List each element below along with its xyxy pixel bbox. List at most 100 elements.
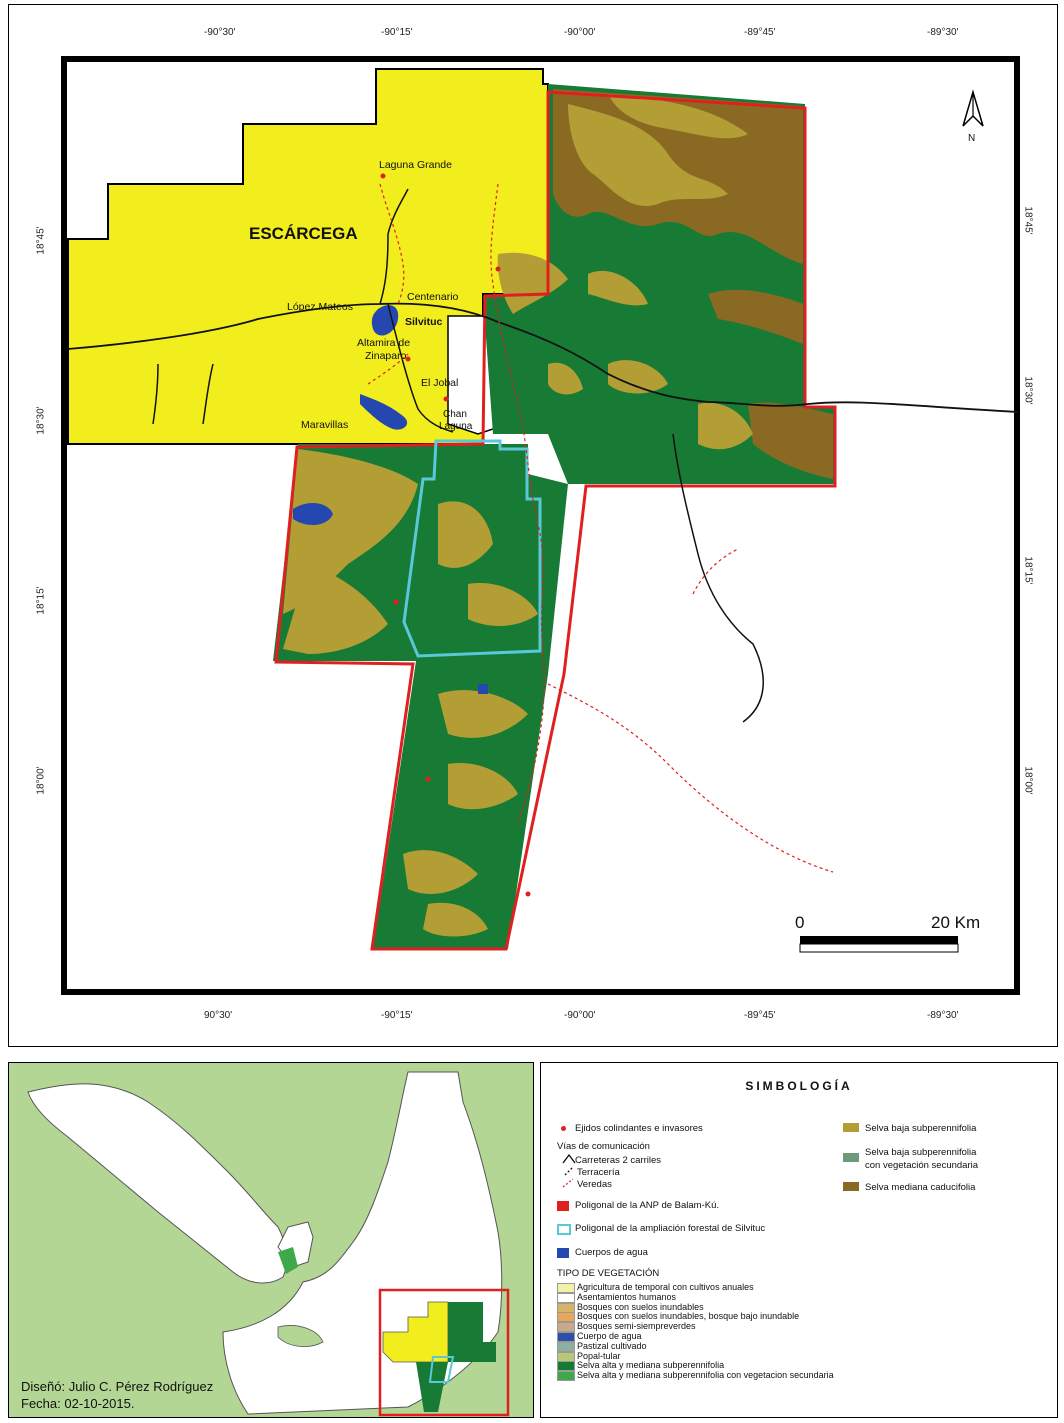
anp-inset-south [415,1361,448,1412]
trail-path [489,183,545,824]
legend-ejidos: Ejidos colindantes e invasores [575,1123,703,1134]
anp-swatch [557,1201,569,1211]
vegetation-label: Pastizal cultivado [577,1340,647,1351]
water-body-silvituc [371,304,398,336]
silvituc-inset [428,1355,454,1383]
author-credit: Diseñó: Julio C. Pérez Rodríguez [21,1379,214,1394]
legend-title: SIMBOLOGÍA [745,1079,853,1093]
selva-baja-patch [437,689,528,738]
anp-border [273,89,836,950]
vegetation-label: Selva alta y mediana subperennifolia con… [577,1370,834,1381]
highway-road [671,433,764,723]
silvituc-swatch [557,1224,571,1235]
anp-southwest-block [272,443,568,949]
selva-baja-patch [447,762,518,809]
legend-selva-caducifolia: Selva mediana caducifolia [865,1182,976,1193]
vegetation-swatch [557,1331,575,1342]
ejido-marker [380,173,385,178]
legend-carreteras: Carreteras 2 carriles [575,1155,662,1166]
selva-baja-patch [422,902,488,936]
mexico-outline [26,1082,287,1283]
study-area-frame [378,1288,509,1416]
caducifolia-patch [707,289,803,344]
date-credit: Fecha: 02-10-2015. [21,1396,135,1411]
inset-map-frame: Diseñó: Julio C. Pérez Rodríguez Fecha: … [8,1062,534,1418]
selva-baja-patch [607,359,668,393]
vegetation-swatch [557,1302,575,1313]
trail-path [378,183,404,304]
highway-road [151,363,159,424]
selva-baja-patch [587,270,648,305]
ejido-marker [495,266,500,271]
ejido-marker [405,356,410,361]
legend-tipo-vegetacion: TIPO DE VEGETACIÓN [557,1268,660,1279]
selva-baja-patch [547,362,583,394]
trail-path [547,682,833,873]
coord-bottom-2: -90°15' [381,1010,413,1021]
coord-top-5: -89°30' [927,27,959,38]
vegetation-swatch [557,1312,575,1323]
ejido-marker [425,776,430,781]
inset-map [26,1071,509,1416]
selva-baja-swatch [843,1123,859,1132]
scale-end-label: 20 Km [931,913,981,932]
escarcega-inset [382,1301,448,1362]
selva-baja-patch [697,402,753,449]
vegetation-label: Agricultura de temporal con cultivos anu… [577,1282,754,1292]
selva-baja-patch [467,582,538,626]
coord-top-4: -89°45' [744,27,776,38]
coord-top-2: -90°15' [381,27,413,38]
legend-terraceria: Terracería [577,1167,620,1178]
ejido-marker [443,396,448,401]
label-altamira-2: Zinaparo [365,350,407,362]
water-body-west [292,502,333,525]
ejido-marker [525,891,530,896]
caducifolia-patch [747,402,833,479]
label-chan-2: Laguna [439,421,473,432]
vegetation-label: Bosques semi-siempreverdes [577,1321,696,1332]
highway-road [378,188,409,304]
label-altamira-1: Altamira de [357,337,411,349]
legend-panel: SIMBOLOGÍA Ejidos colindantes e invasore… [540,1062,1058,1418]
label-laguna-grande: Laguna Grande [379,159,452,171]
highway-road [67,302,1018,413]
vegetation-label: Asentamientos humanos [577,1291,677,1302]
vegetation-swatch [557,1351,575,1362]
vegetation-swatch [557,1322,575,1333]
label-chan-1: Chan [443,409,467,420]
legend-poligonal-silvituc: Poligonal de la ampliación forestal de S… [575,1223,766,1234]
scale-bar-white [799,943,958,952]
selva-baja-patch [402,849,478,894]
vegetation-label: Popal-tular [577,1350,621,1361]
coord-bottom-5: -89°30' [927,1010,959,1021]
water-swatch [557,1248,569,1258]
coord-bottom-1: 90°30' [204,1010,233,1021]
vegetation-label: Bosques con suelos inundables [577,1301,704,1312]
trail-path [691,547,738,594]
campeche-highlight-small [277,1246,298,1274]
coord-top-1: -90°30' [204,27,236,38]
selva-baja-patch [497,252,568,314]
ejido-marker [393,599,398,604]
map-canvas [60,55,1020,995]
vegetation-swatch [557,1292,575,1303]
highway-road [386,303,453,433]
legend-selva-baja: Selva baja subperennifolia [865,1123,977,1134]
vegetation-swatch [557,1283,575,1293]
selva-baja-patch [282,563,388,654]
vegetation-label: Cuerpo de agua [577,1330,642,1341]
legend-vias: Vías de comunicación [557,1141,650,1152]
legend-poligonal-anp: Poligonal de la ANP de Balam-Kú. [575,1200,719,1211]
coord-bottom-4: -89°45' [744,1010,776,1021]
label-maravillas: Maravillas [301,419,349,431]
water-body-south [477,683,488,694]
ejido-marker-icon [561,1126,566,1131]
vegetation-swatch [557,1371,575,1382]
main-map-frame: -90°30' -90°15' -90°00' -89°45' -89°30' … [8,4,1058,1047]
north-arrow-icon [961,88,984,127]
selva-baja-patch [607,93,748,138]
selva-baja-sec-swatch [843,1153,859,1162]
road-lines-icon [562,1154,576,1188]
silvituc-polygon [401,439,541,658]
coord-top-3: -90°00' [564,27,596,38]
